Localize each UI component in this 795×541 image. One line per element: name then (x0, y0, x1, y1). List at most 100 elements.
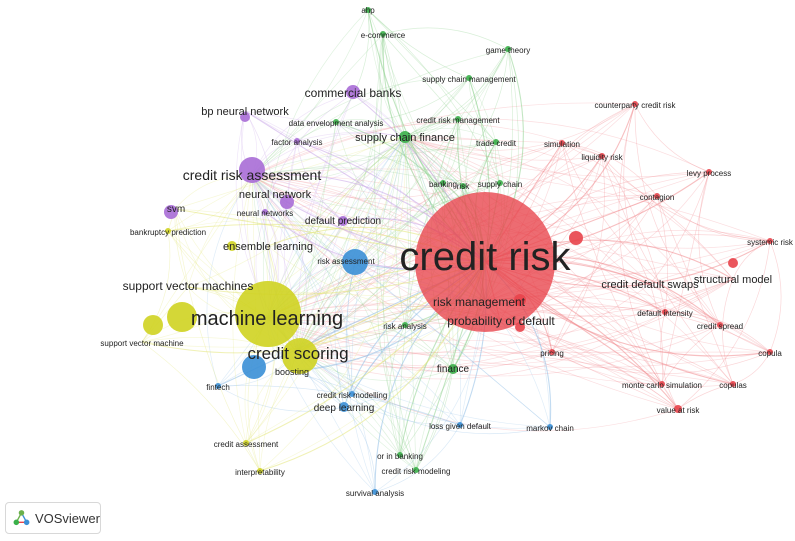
label-counterparty-credit-risk[interactable]: counterparty credit risk (595, 101, 677, 110)
label-risk-management[interactable]: risk management (433, 295, 526, 309)
node-markov-chain[interactable] (547, 424, 553, 430)
node-ahp[interactable] (365, 7, 371, 13)
label-credit-spread[interactable]: credit spread (697, 322, 743, 331)
label-default-prediction[interactable]: default prediction (305, 216, 381, 227)
node-systemic-risk[interactable] (767, 238, 773, 244)
label-neural-networks[interactable]: neural networks (237, 209, 293, 218)
label-fintech[interactable]: fintech (206, 383, 230, 392)
node-support-vector-machine[interactable] (143, 315, 163, 335)
label-factor-analysis[interactable]: factor analysis (271, 138, 322, 147)
node-supply-chain-management[interactable] (466, 75, 472, 81)
node-risk-management[interactable] (514, 294, 526, 306)
node-loss-given-default[interactable] (457, 422, 463, 428)
label-boosting[interactable]: boosting (275, 367, 309, 377)
node-contagion[interactable] (654, 193, 660, 199)
node-e-commerce[interactable] (380, 31, 386, 37)
node-svm[interactable] (164, 205, 178, 219)
label-credit-assessment[interactable]: credit assessment (214, 440, 279, 449)
node-survival-analysis[interactable] (372, 489, 378, 495)
vosviewer-logo[interactable]: VOSviewer (5, 502, 101, 534)
node-default-prediction[interactable] (338, 216, 348, 226)
label-credit-risk-modeling[interactable]: credit risk modeling (382, 467, 451, 476)
label-survival-analysis[interactable]: survival analysis (346, 489, 404, 498)
node-copulas[interactable] (730, 381, 736, 387)
node-bp-neural-network[interactable] (240, 112, 250, 122)
node-credit-spread[interactable] (717, 322, 723, 328)
label-monte-carlo-simulation[interactable]: monte carlo simulation (622, 381, 702, 390)
node-fintech[interactable] (215, 383, 221, 389)
node-supply-chain-finance[interactable] (399, 131, 411, 143)
label-bankruptcy-prediction[interactable]: bankruptcy prediction (130, 228, 206, 237)
label-contagion[interactable]: contagion (640, 193, 675, 202)
label-game-theory[interactable]: game theory (486, 46, 530, 55)
node-pricing[interactable] (549, 349, 555, 355)
node-game-theory[interactable] (505, 46, 511, 52)
node-copula[interactable] (767, 349, 773, 355)
label-loss-given-default[interactable]: loss given default (429, 422, 492, 431)
label-support-vector-machines[interactable]: support vector machines (123, 279, 254, 293)
node-credit-risk-management[interactable] (455, 116, 461, 122)
label-deep-learning[interactable]: deep learning (314, 403, 375, 414)
label-value-at-risk[interactable]: value at risk (657, 406, 701, 415)
label-risk[interactable]: risk (457, 182, 470, 191)
node-credit-scoring[interactable] (282, 338, 318, 374)
node-ensemble-learning[interactable] (227, 241, 237, 251)
node-probability-of-default[interactable] (515, 322, 525, 332)
label-neural-network[interactable]: neural network (239, 189, 312, 201)
node-risk[interactable] (460, 183, 466, 189)
label-supply-chain-management[interactable]: supply chain management (422, 75, 516, 84)
label-interpretability[interactable]: interpretability (235, 468, 285, 477)
node-finance[interactable] (448, 364, 458, 374)
node-risk-analysis[interactable] (402, 322, 408, 328)
label-risk-analysis[interactable]: risk analysis (383, 322, 427, 331)
label-supply-chain-finance[interactable]: supply chain finance (355, 132, 455, 144)
label-trade-credit[interactable]: trade credit (476, 139, 517, 148)
node-credit-risk-assessment[interactable] (239, 157, 265, 183)
node-neural-networks[interactable] (262, 209, 268, 215)
label-credit-risk[interactable]: credit risk (399, 235, 571, 279)
node-commercial-banks[interactable] (346, 85, 360, 99)
label-systemic-risk[interactable]: systemic risk (747, 238, 794, 247)
label-commercial-banks[interactable]: commercial banks (305, 86, 402, 100)
node-banking[interactable] (440, 180, 446, 186)
label-copulas[interactable]: copulas (719, 381, 747, 390)
label-svm[interactable]: svm (167, 204, 185, 215)
node-risk-assessment[interactable] (342, 249, 368, 275)
node-simulation[interactable] (559, 140, 565, 146)
label-credit-risk-assessment[interactable]: credit risk assessment (183, 167, 322, 183)
label-levy-process[interactable]: levy process (687, 169, 731, 178)
label-liquidity-risk[interactable]: liquidity risk (581, 153, 623, 162)
node-monte-carlo-simulation[interactable] (659, 381, 665, 387)
label-risk-assessment[interactable]: risk assessment (317, 257, 375, 266)
node-trade-credit[interactable] (493, 139, 499, 145)
label-pricing[interactable]: pricing (540, 349, 564, 358)
node-bankruptcy-prediction[interactable] (165, 228, 171, 234)
label-default-intensity[interactable]: default intensity (637, 309, 693, 318)
label-or-in-banking[interactable]: or in banking (377, 452, 423, 461)
label-probability-of-default[interactable]: probability of default (447, 314, 555, 328)
node-credit-default-swaps[interactable] (569, 231, 583, 245)
label-e-commerce[interactable]: e-commerce (361, 31, 406, 40)
node-interpretability[interactable] (257, 468, 263, 474)
label-machine-learning[interactable]: machine learning (191, 308, 343, 330)
label-copula[interactable]: copula (758, 349, 782, 358)
label-ensemble-learning[interactable]: ensemble learning (223, 241, 313, 253)
node-data-envelopment-analysis[interactable] (333, 119, 339, 125)
node-neural-network[interactable] (280, 195, 294, 209)
node-factor-analysis[interactable] (294, 138, 300, 144)
label-simulation[interactable]: simulation (544, 140, 580, 149)
label-support-vector-machine[interactable]: support vector machine (100, 339, 184, 348)
label-bp-neural-network[interactable]: bp neural network (201, 106, 289, 118)
label-credit-default-swaps[interactable]: credit default swaps (601, 279, 699, 291)
node-counterparty-credit-risk[interactable] (632, 101, 638, 107)
node-boosting[interactable] (242, 355, 266, 379)
node-value-at-risk[interactable] (674, 405, 682, 413)
label-markov-chain[interactable]: markov chain (526, 424, 574, 433)
node-support-vector-machines[interactable] (167, 302, 197, 332)
node-machine-learning[interactable] (235, 281, 301, 347)
node-liquidity-risk[interactable] (599, 153, 605, 159)
label-finance[interactable]: finance (437, 364, 470, 375)
label-credit-scoring[interactable]: credit scoring (247, 344, 348, 363)
label-data-envelopment-analysis[interactable]: data envelopment analysis (289, 119, 384, 128)
